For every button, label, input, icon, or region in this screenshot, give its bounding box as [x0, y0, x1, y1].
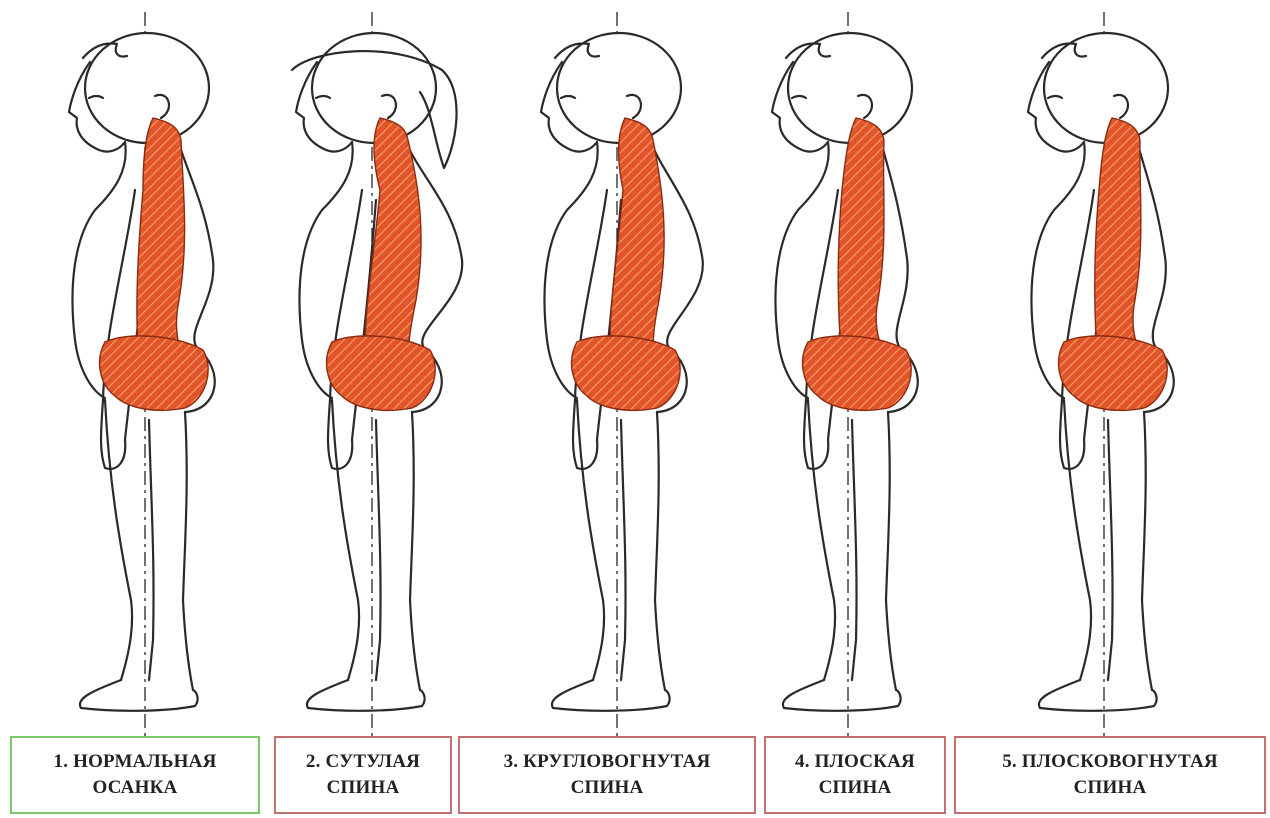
foot-outline	[783, 680, 901, 711]
child-profile-round-concave-back	[541, 12, 703, 736]
label-line-1: 4. ПЛОСКАЯ	[795, 749, 915, 775]
head-outline	[85, 33, 209, 143]
back-leg-outline	[655, 412, 665, 690]
head-outline	[557, 33, 681, 143]
back-muscle-hatched	[610, 118, 664, 360]
foot-outline	[307, 680, 425, 711]
label-line-1: 2. СУТУЛАЯ	[306, 749, 420, 775]
front-leg-outline	[808, 400, 835, 680]
foot-outline	[80, 680, 198, 711]
gluteal-muscle-hatched	[327, 336, 436, 410]
label-stooped-back: 2. СУТУЛАЯ СПИНА	[274, 736, 452, 814]
label-line-1: 1. НОРМАЛЬНАЯ	[54, 749, 217, 775]
child-profile-flat-back	[772, 12, 918, 736]
label-flat-concave-back: 5. ПЛОСКОВОГНУТАЯ СПИНА	[954, 736, 1266, 814]
label-normal-posture: 1. НОРМАЛЬНАЯ ОСАНКА	[10, 736, 260, 814]
front-leg-outline	[1064, 400, 1091, 680]
label-round-concave-back: 3. КРУГЛОВОГНУТАЯ СПИНА	[458, 736, 756, 814]
posture-labels: 1. НОРМАЛЬНАЯ ОСАНКА 2. СУТУЛАЯ СПИНА 3.…	[0, 736, 1270, 816]
inner-leg-line	[376, 420, 381, 680]
back-muscle-hatched	[838, 118, 888, 360]
gluteal-muscle-hatched	[100, 336, 209, 410]
child-profile-stooped-back	[292, 12, 462, 736]
inner-leg-line	[621, 420, 626, 680]
back-leg-outline	[183, 412, 193, 690]
label-line-2: СПИНА	[1074, 775, 1147, 801]
back-muscle-hatched	[137, 118, 185, 360]
inner-leg-line	[1108, 420, 1113, 680]
gluteal-muscle-hatched	[803, 336, 912, 410]
child-profile-flat-concave-back	[1028, 12, 1174, 736]
label-flat-back: 4. ПЛОСКАЯ СПИНА	[764, 736, 946, 814]
back-muscle-hatched	[1095, 118, 1144, 360]
front-leg-outline	[105, 400, 132, 680]
child-profile-normal-posture	[69, 12, 215, 736]
inner-leg-line	[149, 420, 154, 680]
front-leg-outline	[332, 400, 359, 680]
label-line-2: ОСАНКА	[93, 775, 178, 801]
back-leg-outline	[886, 412, 896, 690]
label-line-1: 5. ПЛОСКОВОГНУТАЯ	[1002, 749, 1218, 775]
foot-outline	[1039, 680, 1157, 711]
label-line-2: СПИНА	[571, 775, 644, 801]
foot-outline	[552, 680, 670, 711]
back-leg-outline	[410, 412, 420, 690]
head-outline	[312, 33, 436, 143]
head-outline	[1044, 33, 1168, 143]
label-line-2: СПИНА	[819, 775, 892, 801]
label-line-1: 3. КРУГЛОВОГНУТАЯ	[504, 749, 711, 775]
front-leg-outline	[577, 400, 604, 680]
label-line-2: СПИНА	[327, 775, 400, 801]
gluteal-muscle-hatched	[572, 336, 681, 410]
gluteal-muscle-hatched	[1059, 336, 1168, 410]
back-leg-outline	[1142, 412, 1152, 690]
inner-leg-line	[852, 420, 857, 680]
head-outline	[788, 33, 912, 143]
